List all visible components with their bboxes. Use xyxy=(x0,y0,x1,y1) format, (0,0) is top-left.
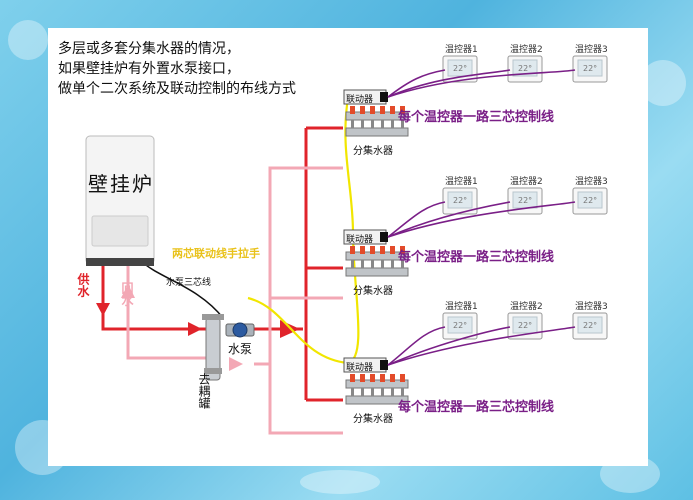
linkage-controller-label: 联动器 xyxy=(346,363,374,373)
manifold xyxy=(345,374,409,405)
thermostat-screen xyxy=(447,191,473,209)
supply-pipes xyxy=(101,126,343,402)
thermostat-screen xyxy=(512,316,538,334)
control-wire xyxy=(387,201,511,238)
thermostat-label: 温控器2 xyxy=(510,302,543,312)
thermostat-label: 温控器3 xyxy=(575,177,608,187)
pump-label: 水泵 xyxy=(228,342,253,356)
controller-terminal xyxy=(380,92,388,102)
thermostat-display: 22° xyxy=(583,196,597,205)
thermostat-2: 22° xyxy=(507,55,543,83)
thermostat-1: 22° xyxy=(442,187,478,215)
manifold-label: 分集水器 xyxy=(353,286,393,297)
thermostat-label: 温控器3 xyxy=(575,302,608,312)
return-branch-3 xyxy=(268,364,343,435)
thermostat-screen xyxy=(512,59,538,77)
control-wire xyxy=(387,69,446,98)
title-line-1: 多层或多套分集水器的情况， xyxy=(58,41,240,57)
control-wire-note: 每个温控器一路三芯控制线 xyxy=(398,250,555,265)
diagram-panel: 22° 22° 22° 22° 22° 22° 22° 22° 22° 多层或多套分集水器的情况… xyxy=(48,28,648,466)
control-wire xyxy=(387,69,576,98)
return-pipe-boiler xyxy=(126,258,206,360)
thermostat-3: 22° xyxy=(572,312,608,340)
linkage-wire-label: 两芯联动线手拉手 xyxy=(172,247,260,260)
supply-pipe-boiler xyxy=(101,258,206,331)
linkage-controller-label: 联动器 xyxy=(346,235,374,245)
manifold-label: 分集水器 xyxy=(353,146,393,157)
title-line-2: 如果壁挂炉有外置水泵接口， xyxy=(58,61,240,77)
control-wire-note: 每个温控器一路三芯控制线 xyxy=(398,400,555,415)
control-wire xyxy=(387,326,511,366)
supply-label: 供水 xyxy=(76,273,90,297)
thermostat-screen xyxy=(447,59,473,77)
pump xyxy=(225,322,255,338)
thermostat-1: 22° xyxy=(442,312,478,340)
thermostat-label: 温控器1 xyxy=(445,302,478,312)
thermostat-3: 22° xyxy=(572,187,608,215)
thermostat-label: 温控器3 xyxy=(575,45,608,55)
decoration-splat xyxy=(8,20,48,60)
supply-arrow-boiler xyxy=(96,303,110,316)
thermostat-display: 22° xyxy=(453,321,467,330)
floor-1: 22° 22° 22° xyxy=(343,55,608,137)
manifold xyxy=(345,246,409,277)
controller-terminal xyxy=(380,360,388,370)
return-pipes xyxy=(126,166,343,435)
floor-3: 22° 22° 22° xyxy=(343,312,608,405)
thermostat-label: 温控器2 xyxy=(510,45,543,55)
title-line-3: 做单个二次系统及联动控制的布线方式 xyxy=(58,81,296,97)
thermostat-display: 22° xyxy=(518,321,532,330)
pump-wire-label: 水泵三芯线 xyxy=(166,278,212,288)
thermostat-screen xyxy=(577,191,603,209)
control-wire xyxy=(387,326,576,366)
boiler-label: 壁挂炉 xyxy=(88,172,154,196)
thermostat-3: 22° xyxy=(572,55,608,83)
thermostat-display: 22° xyxy=(518,196,532,205)
thermostat-screen xyxy=(577,316,603,334)
control-wire xyxy=(387,326,446,366)
thermostat-display: 22° xyxy=(518,64,532,73)
control-wire xyxy=(387,69,511,98)
manifold xyxy=(345,106,409,137)
supply-arrow-pipe xyxy=(188,322,202,336)
thermostat-label: 温控器1 xyxy=(445,177,478,187)
thermostat-screen xyxy=(577,59,603,77)
thermostat-label: 温控器2 xyxy=(510,177,543,187)
decoration-splat xyxy=(300,470,380,494)
thermostat-display: 22° xyxy=(583,321,597,330)
return-arrow-main xyxy=(229,357,243,371)
controller-terminal xyxy=(380,232,388,242)
thermostat-screen xyxy=(447,316,473,334)
return-pipe-main xyxy=(254,166,343,366)
thermostat-display: 22° xyxy=(453,196,467,205)
control-wire xyxy=(387,201,446,238)
boiler xyxy=(85,135,155,266)
linkage-controller-label: 联动器 xyxy=(346,95,374,105)
manifold-label: 分集水器 xyxy=(353,414,393,425)
thermostat-label: 温控器1 xyxy=(445,45,478,55)
decoupler-label: 去耦罐 xyxy=(197,373,211,409)
thermostat-display: 22° xyxy=(453,64,467,73)
wiring-diagram: 22° 22° 22° 22° 22° 22° 22° 22° 22° xyxy=(85,55,608,435)
thermostat-display: 22° xyxy=(583,64,597,73)
return-label: 回水 xyxy=(120,282,134,306)
linkage-wire xyxy=(247,97,360,365)
control-wire xyxy=(387,201,576,238)
floor-2: 22° 22° 22° xyxy=(343,187,608,277)
control-wire-note: 每个温控器一路三芯控制线 xyxy=(398,110,555,125)
pump-wire xyxy=(139,259,224,319)
return-arrow-boiler xyxy=(121,284,135,298)
floors: 22° 22° 22° 22° 22° 22° 22° 22° 22° xyxy=(343,55,608,405)
decoupler-tank xyxy=(202,314,224,381)
